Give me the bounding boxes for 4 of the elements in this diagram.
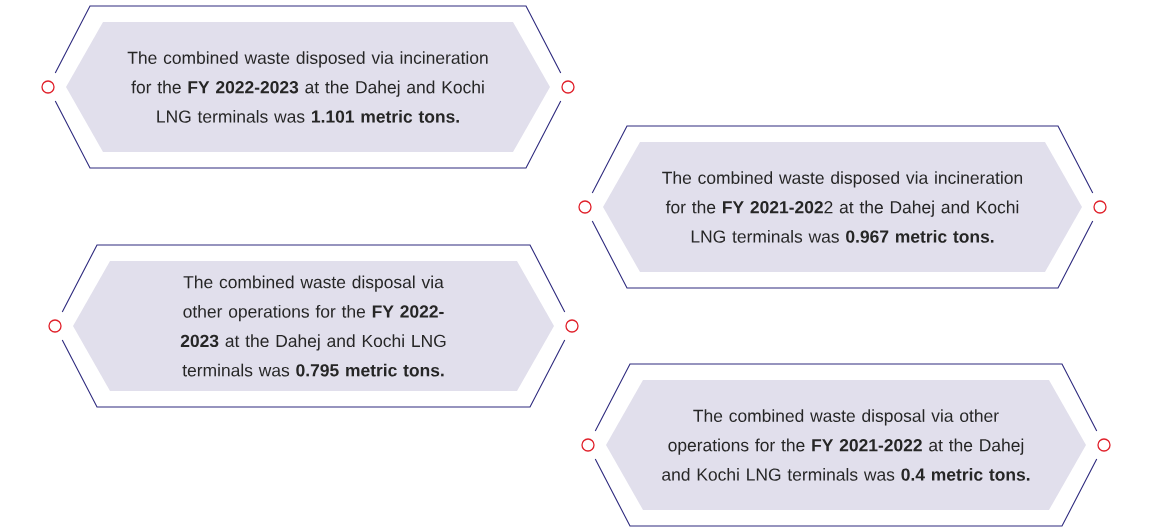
hexagon-box: The combined waste disposal via other operations for the FY 2021-2022 at the Dahej and Kochi LNG terminals was 0.4 metric tons.: [594, 363, 1098, 527]
hexagon-box: The combined waste disposal via other operations for the FY 2022-2023 at the Dahej and Kochi LNG terminals was 0.795 metric tons.: [61, 244, 566, 408]
hexagon-box: The combined waste disposed via incineration for the FY 2021-2022 at the Dahej and Kochi LNG terminals was 0.967 metric tons.: [591, 125, 1094, 289]
hexagon-box: The combined waste disposed via incineration for the FY 2022-2023 at the Dahej and Kochi LNG terminals was 1.101 metric tons.: [54, 5, 562, 169]
